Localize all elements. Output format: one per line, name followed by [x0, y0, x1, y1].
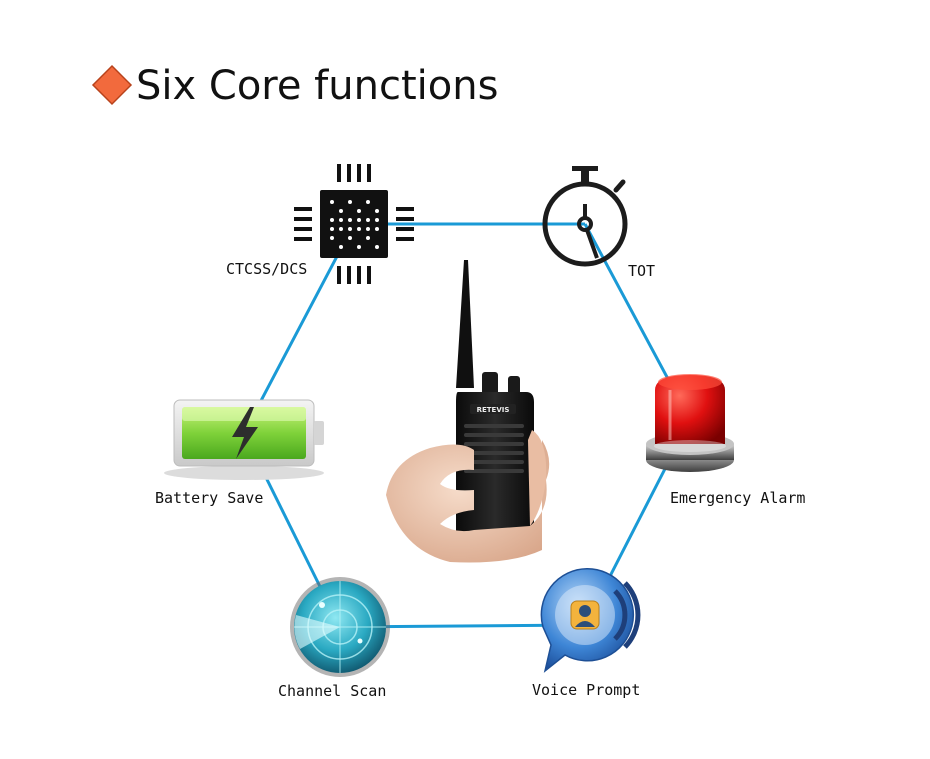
chip-dot — [330, 218, 334, 222]
walkie-talkie-in-hand: RETEVIS — [386, 260, 550, 563]
chip-pin — [294, 237, 312, 241]
chip-pin — [347, 266, 351, 284]
chip-dot — [375, 209, 379, 213]
chip-icon — [294, 164, 414, 284]
chip-pin — [337, 164, 341, 182]
speaker-grill-slot — [464, 451, 524, 455]
chip-dot — [348, 200, 352, 204]
chip-dot — [375, 218, 379, 222]
chip-pin — [294, 207, 312, 211]
label-ctcss-dcs: CTCSS/DCS — [226, 260, 308, 278]
chip-pin — [367, 164, 371, 182]
chip-dot — [339, 245, 343, 249]
chip-pin — [347, 164, 351, 182]
chip-dot — [366, 200, 370, 204]
chip-pin — [396, 217, 414, 221]
speaker-grill-slot — [464, 424, 524, 428]
label-battery-save: Battery Save — [155, 489, 264, 507]
stopwatch-icon — [542, 166, 628, 267]
page-title: Six Core functions — [136, 63, 499, 109]
chip-dot — [339, 209, 343, 213]
chip-pin — [396, 237, 414, 241]
chip-dot — [375, 245, 379, 249]
chip-dot — [366, 227, 370, 231]
chip-dot — [348, 218, 352, 222]
chip-dot — [330, 200, 334, 204]
chip-pin — [367, 266, 371, 284]
speaker-grill-slot — [464, 442, 524, 446]
title-bullet — [91, 64, 133, 106]
chip-dot — [357, 209, 361, 213]
battery-icon — [164, 399, 324, 480]
chip-dot — [366, 236, 370, 240]
chip-dot — [366, 218, 370, 222]
chip-dot — [330, 227, 334, 231]
chip-pin — [337, 266, 341, 284]
label-channel-scan: Channel Scan — [278, 682, 387, 700]
chip-dot — [375, 227, 379, 231]
chip-dot — [348, 227, 352, 231]
page-title-row: Six Core functions — [136, 58, 498, 114]
chip-dot — [357, 245, 361, 249]
chip-dot — [339, 218, 343, 222]
chip-pin — [357, 164, 361, 182]
chip-pin — [396, 227, 414, 231]
device-brand: RETEVIS — [477, 406, 510, 414]
chip-dot — [348, 236, 352, 240]
label-tot: TOT — [628, 262, 656, 280]
radar-icon — [290, 577, 390, 677]
connector-line — [242, 223, 356, 434]
voice-bubble-icon — [540, 568, 641, 673]
speaker-grill-slot — [464, 469, 524, 473]
chip-pin — [357, 266, 361, 284]
chip-dot — [357, 227, 361, 231]
label-emergency-alarm: Emergency Alarm — [670, 489, 806, 507]
chip-dot — [357, 218, 361, 222]
label-voice-prompt: Voice Prompt — [532, 681, 641, 699]
chip-dot — [330, 236, 334, 240]
speaker-grill-slot — [464, 460, 524, 464]
siren-icon — [646, 374, 734, 472]
chip-pin — [294, 217, 312, 221]
chip-pin — [294, 227, 312, 231]
chip-dot — [339, 227, 343, 231]
speaker-grill-slot — [464, 433, 524, 437]
chip-pin — [396, 207, 414, 211]
